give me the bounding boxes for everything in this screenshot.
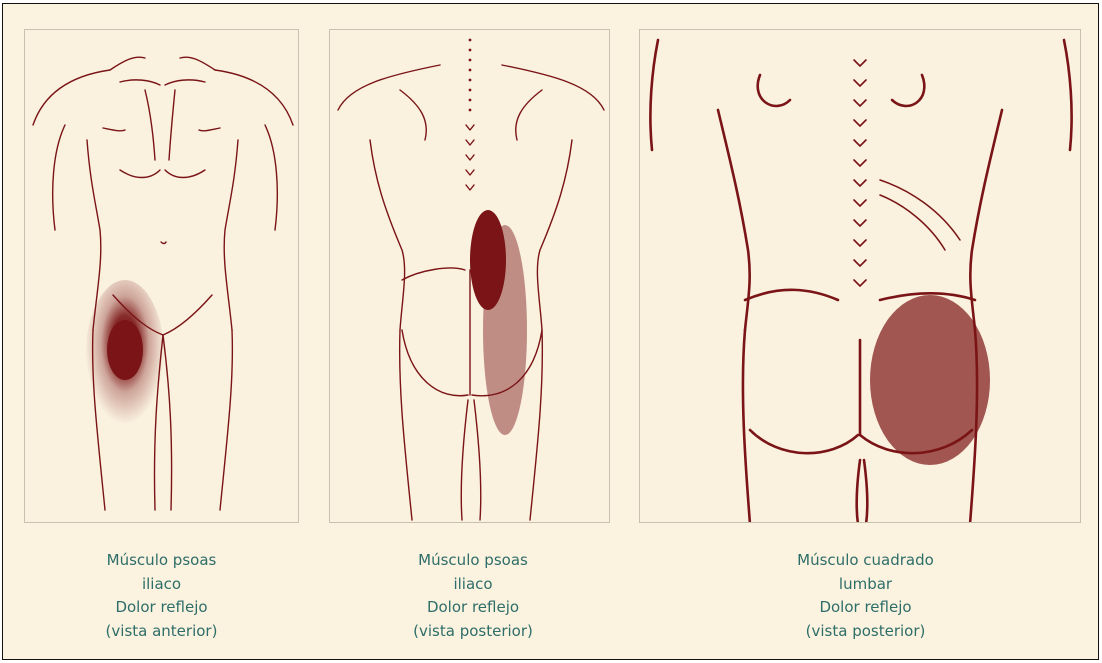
caption-line: (vista posterior) (773, 620, 958, 644)
caption-line: lumbar (773, 573, 958, 597)
caption-line: (vista anterior) (79, 620, 244, 644)
caption-line: Dolor reflejo (773, 596, 958, 620)
body-panel-posterior-psoas (329, 29, 610, 523)
body-panel-anterior (24, 29, 299, 523)
caption-line: Dolor reflejo (79, 596, 244, 620)
figure-frame: Músculo psoas iliaco Dolor reflejo (vist… (2, 3, 1099, 660)
caption-anterior: Músculo psoas iliaco Dolor reflejo (vist… (79, 549, 244, 643)
caption-line: iliaco (388, 573, 558, 597)
body-panel-cuadrado-lumbar (639, 29, 1081, 523)
caption-line: iliaco (79, 573, 244, 597)
caption-line: (vista posterior) (388, 620, 558, 644)
cuadrado-lumbar-illustration (640, 30, 1081, 523)
caption-posterior-psoas: Músculo psoas iliaco Dolor reflejo (vist… (388, 549, 558, 643)
caption-cuadrado-lumbar: Músculo cuadrado lumbar Dolor reflejo (v… (773, 549, 958, 643)
anterior-body-illustration (25, 30, 299, 523)
caption-line: Dolor reflejo (388, 596, 558, 620)
caption-line: Músculo cuadrado (773, 549, 958, 573)
caption-line: Músculo psoas (79, 549, 244, 573)
caption-line: Músculo psoas (388, 549, 558, 573)
posterior-psoas-illustration (330, 30, 610, 523)
